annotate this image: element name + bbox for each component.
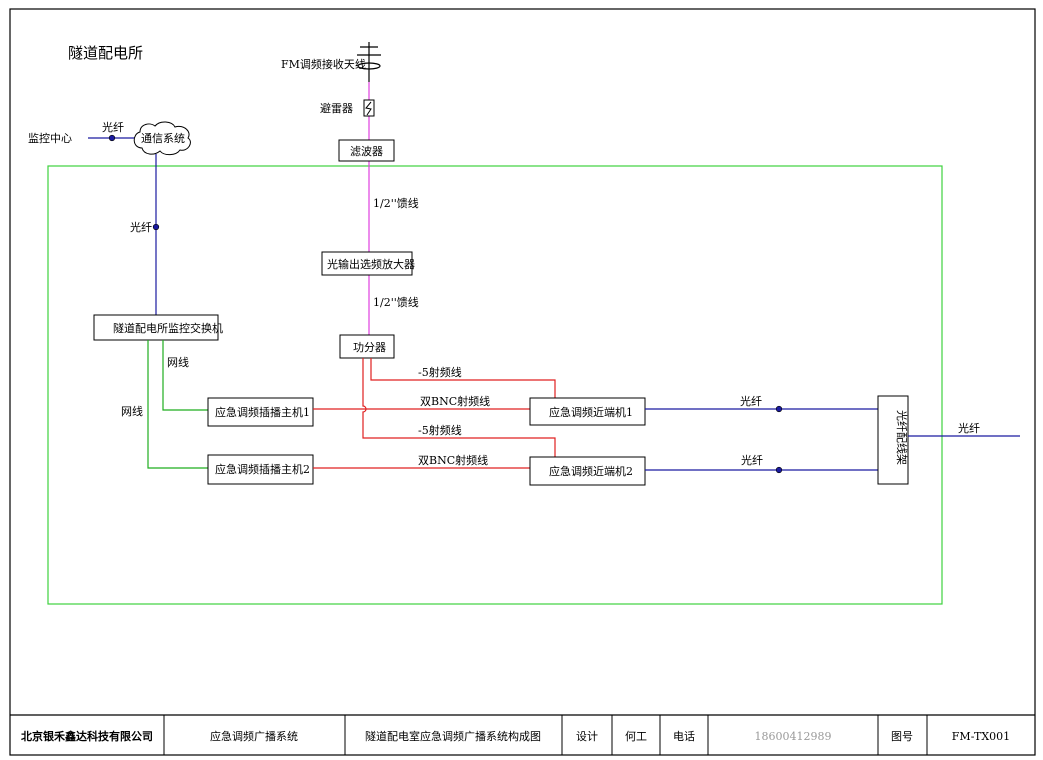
fiber-near2-label: 光纤	[741, 453, 763, 467]
diagram-title: 隧道配电所	[68, 44, 143, 62]
net-line-host2	[147, 340, 208, 469]
filter-box	[338, 139, 395, 162]
host2-label: 应急调频插播主机2	[215, 462, 310, 476]
host1-box	[207, 397, 314, 427]
net-line-host1	[162, 340, 208, 411]
rf-line-2	[362, 358, 556, 457]
company-name: 北京银禾鑫达科技有限公司	[21, 729, 153, 743]
net-line-1-label: 网线	[167, 355, 189, 369]
fiber-joint-left	[152, 223, 160, 231]
phone-number: 18600412989	[755, 730, 832, 743]
substation-region	[47, 165, 943, 605]
lightning-arrester-icon	[363, 99, 375, 117]
rf-line-2-label: -5射频线	[418, 423, 462, 437]
near-end2-label: 应急调频近端机2	[549, 464, 633, 478]
antenna-label: FM调频接收天线	[281, 57, 366, 71]
fiber-joint-near2	[775, 466, 783, 474]
comm-system-label: 通信系统	[141, 132, 185, 145]
amplifier-label: 光输出选频放大器	[327, 257, 415, 271]
designer-name: 何工	[625, 730, 647, 743]
fiber-top-label: 光纤	[102, 120, 124, 134]
splitter-box	[339, 334, 395, 359]
splitter-label: 功分器	[353, 341, 386, 354]
title-block	[10, 714, 1035, 755]
fiber-out-label: 光纤	[958, 421, 980, 435]
drawing-no-label: 图号	[891, 730, 913, 743]
near-end1-label: 应急调频近端机1	[549, 405, 633, 419]
fiber-near1-label: 光纤	[740, 394, 762, 408]
switch-box	[93, 314, 219, 341]
feeder-mid-label: 1/2''馈线	[373, 295, 419, 309]
odf-label: 光纤配线架	[895, 410, 909, 465]
bnc-line-2-label: 双BNC射频线	[418, 453, 488, 467]
system-name: 应急调频广播系统	[210, 729, 298, 743]
drawing-name: 隧道配电室应急调频广播系统构成图	[365, 729, 541, 743]
fiber-left-label: 光纤	[130, 220, 152, 234]
drawing-no: FM-TX001	[952, 730, 1010, 743]
rf-line-1-label: -5射频线	[418, 365, 462, 379]
feeder-top-label: 1/2''馈线	[373, 196, 419, 210]
bnc-line-1-label: 双BNC射频线	[420, 394, 490, 408]
near-end1-box	[529, 397, 646, 426]
monitor-center-label: 监控中心	[28, 131, 72, 145]
switch-label: 隧道配电所监控交换机	[113, 321, 223, 335]
phone-label: 电话	[673, 730, 695, 743]
comm-system-cloud	[133, 121, 191, 156]
antenna-icon	[357, 42, 381, 82]
net-line-2-label: 网线	[121, 404, 143, 418]
design-label: 设计	[576, 730, 598, 743]
filter-label: 滤波器	[350, 145, 383, 158]
odf-box	[877, 395, 909, 485]
host1-label: 应急调频插播主机1	[215, 405, 310, 419]
host2-box	[207, 454, 314, 485]
rf-line-1	[370, 358, 556, 398]
fiber-joint-top	[108, 134, 116, 142]
amplifier-box	[321, 251, 413, 276]
drawing-frame	[9, 8, 1036, 756]
arrester-label: 避雷器	[320, 101, 353, 115]
fiber-joint-near1	[775, 405, 783, 413]
near-end2-box	[529, 456, 646, 486]
